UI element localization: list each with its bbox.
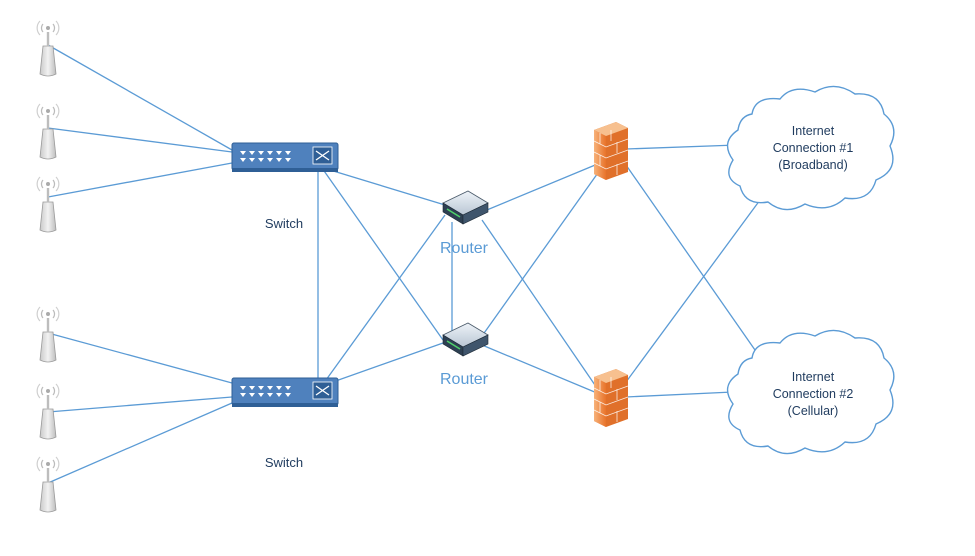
links bbox=[47, 44, 761, 484]
cloud-icon bbox=[726, 329, 895, 455]
wireless-access-point-icon bbox=[36, 20, 60, 77]
cloud-label-line: (Broadband) bbox=[778, 158, 848, 172]
cloud-label-line: Internet bbox=[792, 124, 835, 138]
switch-label: Switch bbox=[265, 455, 303, 470]
link-ap4-switch-bottom bbox=[47, 332, 233, 384]
link-switch-bottom-router-top bbox=[325, 214, 446, 381]
cloud-label-line: (Cellular) bbox=[788, 404, 839, 418]
firewall-bottom[interactable] bbox=[593, 369, 629, 427]
cloud-label-line: Connection #1 bbox=[773, 141, 854, 155]
router-bottom[interactable]: Router bbox=[440, 322, 489, 388]
link-router-bottom-firewall-top bbox=[481, 169, 601, 337]
router-icon bbox=[442, 190, 489, 225]
link-router-top-firewall-bottom bbox=[481, 219, 598, 389]
cloud-icon bbox=[726, 85, 895, 211]
link-ap6-switch-bottom bbox=[47, 402, 233, 484]
firewall-top[interactable] bbox=[593, 122, 629, 180]
link-switch-top-router-top bbox=[329, 169, 446, 206]
switch-label: Switch bbox=[265, 216, 303, 231]
switch-icon bbox=[231, 142, 339, 172]
link-ap1-switch-top bbox=[47, 44, 233, 151]
switch-bottom[interactable]: Switch bbox=[231, 377, 339, 470]
firewall-icon bbox=[593, 369, 629, 427]
firewall-icon bbox=[593, 122, 629, 180]
link-firewall-top-internet-1 bbox=[625, 144, 738, 150]
wireless-access-point-icon bbox=[36, 176, 60, 233]
cloud-label-line: Internet bbox=[792, 370, 835, 384]
link-ap2-switch-top bbox=[47, 127, 233, 153]
link-router-bottom-firewall-bottom bbox=[481, 344, 598, 394]
wireless-access-point-icon bbox=[36, 103, 60, 160]
router-icon bbox=[442, 322, 489, 357]
link-ap5-switch-bottom bbox=[47, 396, 233, 413]
router-top[interactable]: Router bbox=[440, 190, 489, 257]
link-ap3-switch-top bbox=[47, 162, 233, 198]
cloud-label-line: Connection #2 bbox=[773, 387, 854, 401]
link-firewall-bottom-internet-2 bbox=[625, 391, 734, 398]
link-switch-bottom-router-bottom bbox=[329, 342, 444, 384]
internet-connection-1[interactable]: Internet Connection #1 (Broadband) bbox=[726, 85, 895, 211]
router-label: Router bbox=[440, 371, 489, 388]
access-points bbox=[36, 20, 60, 513]
internet-connection-2[interactable]: Internet Connection #2 (Cellular) bbox=[726, 329, 895, 455]
link-firewall-top-internet-2 bbox=[625, 164, 756, 351]
switch-top[interactable]: Switch bbox=[231, 142, 339, 231]
link-switch-top-router-bottom bbox=[321, 167, 444, 341]
router-label: Router bbox=[440, 240, 489, 257]
link-firewall-bottom-internet-1 bbox=[625, 199, 761, 383]
link-router-top-firewall-top bbox=[481, 162, 601, 213]
wireless-access-point-icon bbox=[36, 456, 60, 513]
switch-icon bbox=[231, 377, 339, 407]
